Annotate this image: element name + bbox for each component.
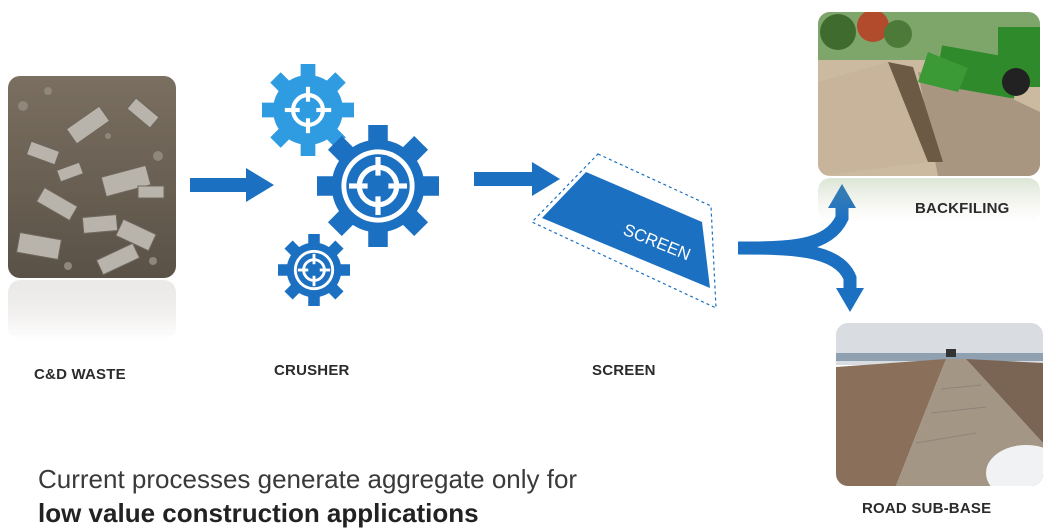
backfiling-label: BACKFILING: [915, 200, 1010, 217]
road-sub-base-photo: [836, 323, 1043, 486]
crusher-gears: [262, 64, 439, 306]
cd-waste-label: C&D WASTE: [34, 366, 126, 383]
road-sub-base-label: ROAD SUB-BASE: [862, 500, 992, 517]
caption: Current processes generate aggregate onl…: [38, 462, 577, 530]
cd-waste-reflection: [8, 280, 176, 340]
crusher-label: CRUSHER: [274, 362, 350, 379]
arrow-right-icon: [474, 162, 560, 196]
split-arrow-icon: [738, 184, 864, 312]
caption-line2: low value construction applications: [38, 498, 479, 528]
cd-waste-photo: [8, 76, 176, 278]
screen-label: SCREEN: [592, 362, 656, 379]
gear-icon: [278, 234, 350, 306]
screen-icon: SCREEN: [530, 153, 717, 309]
gear-icon: [317, 125, 439, 247]
caption-line1: Current processes generate aggregate onl…: [38, 464, 578, 494]
arrow-right-icon: [190, 168, 274, 202]
backfiling-photo: [818, 12, 1040, 176]
